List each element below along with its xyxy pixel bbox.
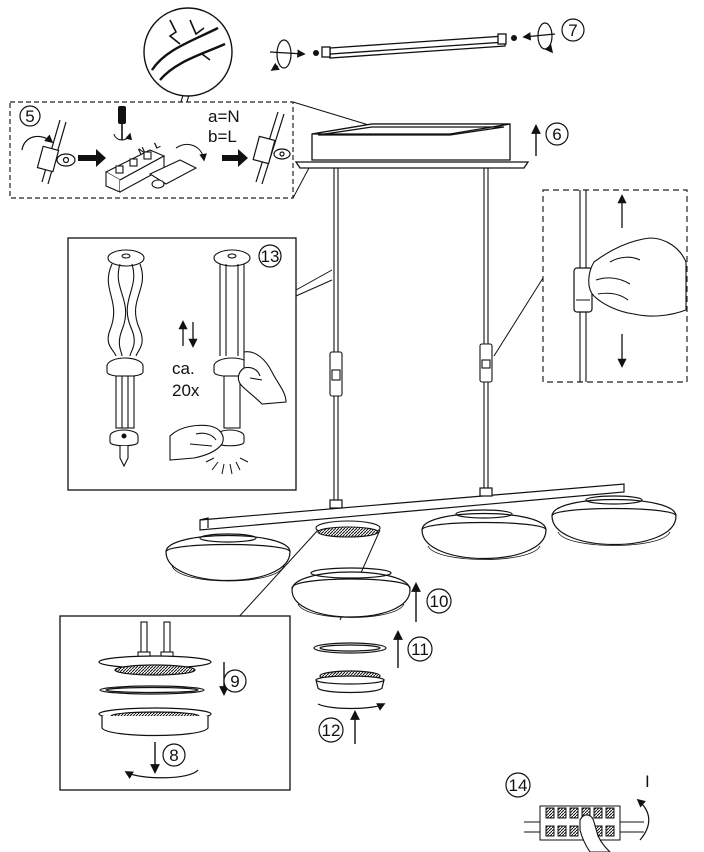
rotate-arrow-icon-2: [124, 769, 199, 779]
switch-mark-label: I: [645, 772, 650, 791]
hand-icon: [237, 351, 287, 405]
cable-release-inset: [542, 189, 688, 383]
lamp-holder: [315, 520, 381, 538]
repeat-label-line2: 20x: [172, 381, 200, 400]
retaining-ring: [313, 642, 387, 654]
hand-icon-3: [588, 237, 687, 317]
step-11-label: 11: [411, 640, 429, 659]
shade-3: [421, 509, 547, 560]
step-14-marker: 14: [505, 772, 531, 798]
terminal-n-label: N: [137, 145, 147, 157]
cable-gripper-left: [329, 351, 343, 397]
rotate-arrow-icon: [317, 703, 386, 711]
arrow-right-icon: [78, 149, 106, 167]
step-9-marker: 9: [223, 669, 247, 693]
terminal-strip-detail: 14 I: [505, 772, 650, 852]
rotate-arrow-icon-3: [636, 798, 650, 841]
lamp-nut: [315, 670, 385, 694]
step-6-marker: 6: [545, 122, 569, 146]
cable-gripper-right: [479, 343, 493, 383]
detail-ring: [99, 685, 205, 695]
terminal-l-label: L: [153, 139, 163, 151]
wiring-a-label: a=N: [208, 107, 240, 126]
step-12-marker: 12: [318, 717, 344, 743]
step-8-marker: 8: [162, 743, 186, 767]
cable-clamp-left: [21, 119, 76, 185]
step-13-label: 13: [261, 247, 280, 266]
arrow-right-icon-2: [222, 149, 248, 167]
step-8-label: 8: [169, 746, 178, 765]
detail-nut: [98, 707, 212, 737]
shade-4: [551, 495, 677, 546]
wire-zoom-detail: [143, 7, 233, 97]
step-13-marker: 13: [258, 244, 282, 268]
hand-icon-2: [169, 424, 224, 461]
shade-2: [291, 567, 411, 618]
ceiling-canopy: [294, 123, 530, 169]
cable-adjust-inset: 13 ca. 20x: [67, 237, 297, 491]
terminal-block: N L: [104, 139, 166, 193]
light-bar: [199, 483, 625, 531]
step-6-label: 6: [552, 125, 561, 144]
socket-plate: [98, 655, 212, 676]
rotation-burst-icon: [205, 457, 249, 475]
wiring-inset: 5 N L: [9, 101, 373, 199]
cable-clamp-right: [252, 111, 291, 185]
mounting-bracket: [321, 33, 507, 59]
right-screw-icon: [511, 22, 556, 54]
step-7-label: 7: [568, 21, 577, 40]
wiring-b-label: b=L: [208, 127, 237, 146]
hand-icon-4: [579, 814, 611, 852]
screwdriver-icon: [113, 106, 133, 141]
shade-1: [165, 533, 291, 582]
step-5-label: 5: [25, 107, 34, 126]
strain-relief-icon: [148, 143, 207, 189]
step-12-label: 12: [322, 721, 341, 740]
suspension-cables: [333, 168, 489, 500]
left-screw-icon: [269, 39, 319, 71]
step-5-marker: 5: [19, 105, 41, 127]
pendant-coiled: [106, 249, 145, 468]
step-14-label: 14: [509, 776, 528, 795]
step-9-label: 9: [230, 672, 239, 691]
step-10-label: 10: [430, 592, 449, 611]
step-10-marker: 10: [426, 588, 452, 614]
socket-detail-inset: 9 8: [59, 615, 291, 791]
step-7-marker: 7: [561, 18, 585, 42]
up-down-arrows-icon: [178, 320, 198, 348]
repeat-label-line1: ca.: [172, 359, 195, 378]
step-11-marker: 11: [407, 636, 433, 662]
